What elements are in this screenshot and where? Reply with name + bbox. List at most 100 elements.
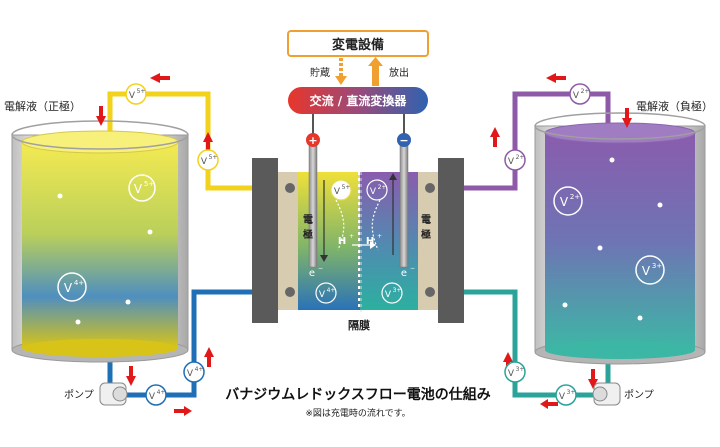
electrode-left-plate (278, 172, 298, 310)
svg-text:−: − (318, 265, 323, 272)
svg-text:2+: 2+ (378, 184, 387, 191)
tank-negative (534, 112, 706, 365)
svg-text:2+: 2+ (516, 154, 525, 161)
svg-text:V: V (134, 182, 143, 196)
svg-text:H: H (366, 236, 374, 247)
svg-text:−: − (410, 265, 415, 272)
electrode-label-left: 電 極 (303, 214, 313, 241)
ion-bubble-v4-tank: V 4+ (57, 272, 87, 302)
electrode-label-right: 電 極 (421, 214, 431, 241)
svg-text:V: V (642, 264, 651, 278)
negative-half-cell (360, 172, 418, 310)
svg-text:V: V (508, 369, 515, 379)
equipment-box: 変電設備 (287, 30, 429, 57)
ion-bubble-v2-pipe-top: V 2+ (569, 83, 591, 105)
svg-text:3+: 3+ (393, 287, 402, 294)
ion-bubble-v2-tank: V 2+ (553, 186, 583, 216)
pump-right (592, 382, 621, 406)
svg-text:V: V (508, 157, 515, 167)
equipment-label: 変電設備 (332, 37, 384, 53)
store-label: 貯蔵 (310, 66, 330, 79)
svg-text:V: V (560, 195, 569, 209)
ion-bubble-v3-pipe-bottom: V 3+ (555, 384, 577, 406)
tank-positive (11, 120, 189, 363)
diagram-note: ※図は充電時の流れです。 (305, 407, 410, 419)
ion-bubble-v3-cell: V 3+ (381, 282, 403, 304)
electron-right: e − (401, 265, 415, 279)
electrode-rod-left (308, 144, 318, 268)
pipe-negative-top (430, 91, 611, 191)
svg-text:極: 極 (421, 228, 431, 241)
plus-terminal (306, 133, 320, 147)
ion-bubble-v5-pipe-top: V 5+ (125, 83, 147, 105)
svg-text:V: V (149, 392, 156, 402)
positive-pipes (107, 91, 290, 398)
end-plate-left (252, 158, 278, 323)
svg-text:H: H (338, 236, 346, 247)
minus-sign: − (399, 134, 408, 147)
svg-text:e: e (401, 268, 407, 279)
svg-text:V: V (64, 281, 73, 295)
electron-left: e − (309, 265, 323, 279)
ion-bubble-v2-cell: V 2+ (366, 179, 388, 201)
power-flow-arrows: 貯蔵 放出 (310, 57, 409, 86)
ion-bubble-v4-pipe-side: V 4+ (183, 361, 205, 383)
svg-text:V: V (573, 91, 580, 101)
svg-text:4+: 4+ (195, 366, 204, 373)
svg-text:e: e (309, 268, 315, 279)
pipe-negative-bottom (430, 289, 611, 398)
pump-left (99, 382, 128, 406)
pump-left-label: ポンプ (64, 389, 94, 401)
svg-text:3+: 3+ (567, 389, 576, 396)
svg-text:V: V (201, 157, 208, 167)
svg-text:3+: 3+ (652, 262, 662, 270)
svg-text:+: + (377, 233, 382, 240)
cell-stack (252, 112, 464, 323)
ion-bubble-v3-pipe-side: V 3+ (504, 361, 526, 383)
svg-text:5+: 5+ (144, 180, 154, 188)
svg-text:V: V (129, 91, 136, 101)
svg-text:電: 電 (421, 214, 431, 226)
svg-text:5+: 5+ (342, 184, 351, 191)
end-plate-right (438, 158, 464, 323)
svg-text:3+: 3+ (516, 366, 525, 373)
diagram-title: バナジウムレドックスフロー電池の仕組み (225, 386, 491, 403)
h-plus-right: H + (366, 233, 382, 247)
ion-bubble-v3-tank: V 3+ (635, 255, 665, 285)
negative-pipes (430, 91, 611, 398)
ion-bubble-v4-cell: V 4+ (315, 282, 337, 304)
electrolyte-positive-label: 電解液（正極） (4, 99, 81, 113)
electrode-right-plate (418, 172, 438, 310)
h-plus-left: H + (338, 233, 354, 247)
ion-bubble-v2-pipe-side: V 2+ (504, 149, 526, 171)
svg-text:極: 極 (303, 228, 313, 241)
svg-text:V: V (370, 187, 377, 197)
svg-text:2+: 2+ (570, 193, 580, 201)
svg-text:V: V (187, 369, 194, 379)
svg-text:2+: 2+ (581, 88, 590, 95)
ion-bubble-v5-cell: V 5+ (330, 179, 352, 201)
svg-text:5+: 5+ (209, 154, 218, 161)
electrolyte-negative-label: 電解液（負極） (636, 99, 713, 113)
converter-label: 交流 / 直流変換器 (310, 93, 408, 108)
pipe-positive-top (107, 91, 290, 191)
svg-text:V: V (334, 187, 341, 197)
svg-text:V: V (385, 290, 392, 300)
svg-text:+: + (349, 233, 354, 240)
svg-text:4+: 4+ (157, 389, 166, 396)
pipe-positive-bottom (107, 289, 290, 398)
plus-sign: + (308, 134, 317, 147)
svg-text:V: V (559, 392, 566, 402)
svg-text:4+: 4+ (74, 279, 84, 287)
converter: 交流 / 直流変換器 + − (288, 87, 428, 147)
svg-text:4+: 4+ (327, 287, 336, 294)
ion-bubble-v5-tank: V 5+ (128, 174, 156, 202)
ion-bubble-v4-pipe-bottom: V 4+ (145, 384, 167, 406)
pump-right-label: ポンプ (624, 389, 654, 401)
ion-bubble-v5-pipe-side: V 5+ (197, 149, 219, 171)
minus-terminal (397, 133, 411, 147)
membrane-label: 隔膜 (348, 318, 370, 332)
svg-text:V: V (319, 290, 326, 300)
